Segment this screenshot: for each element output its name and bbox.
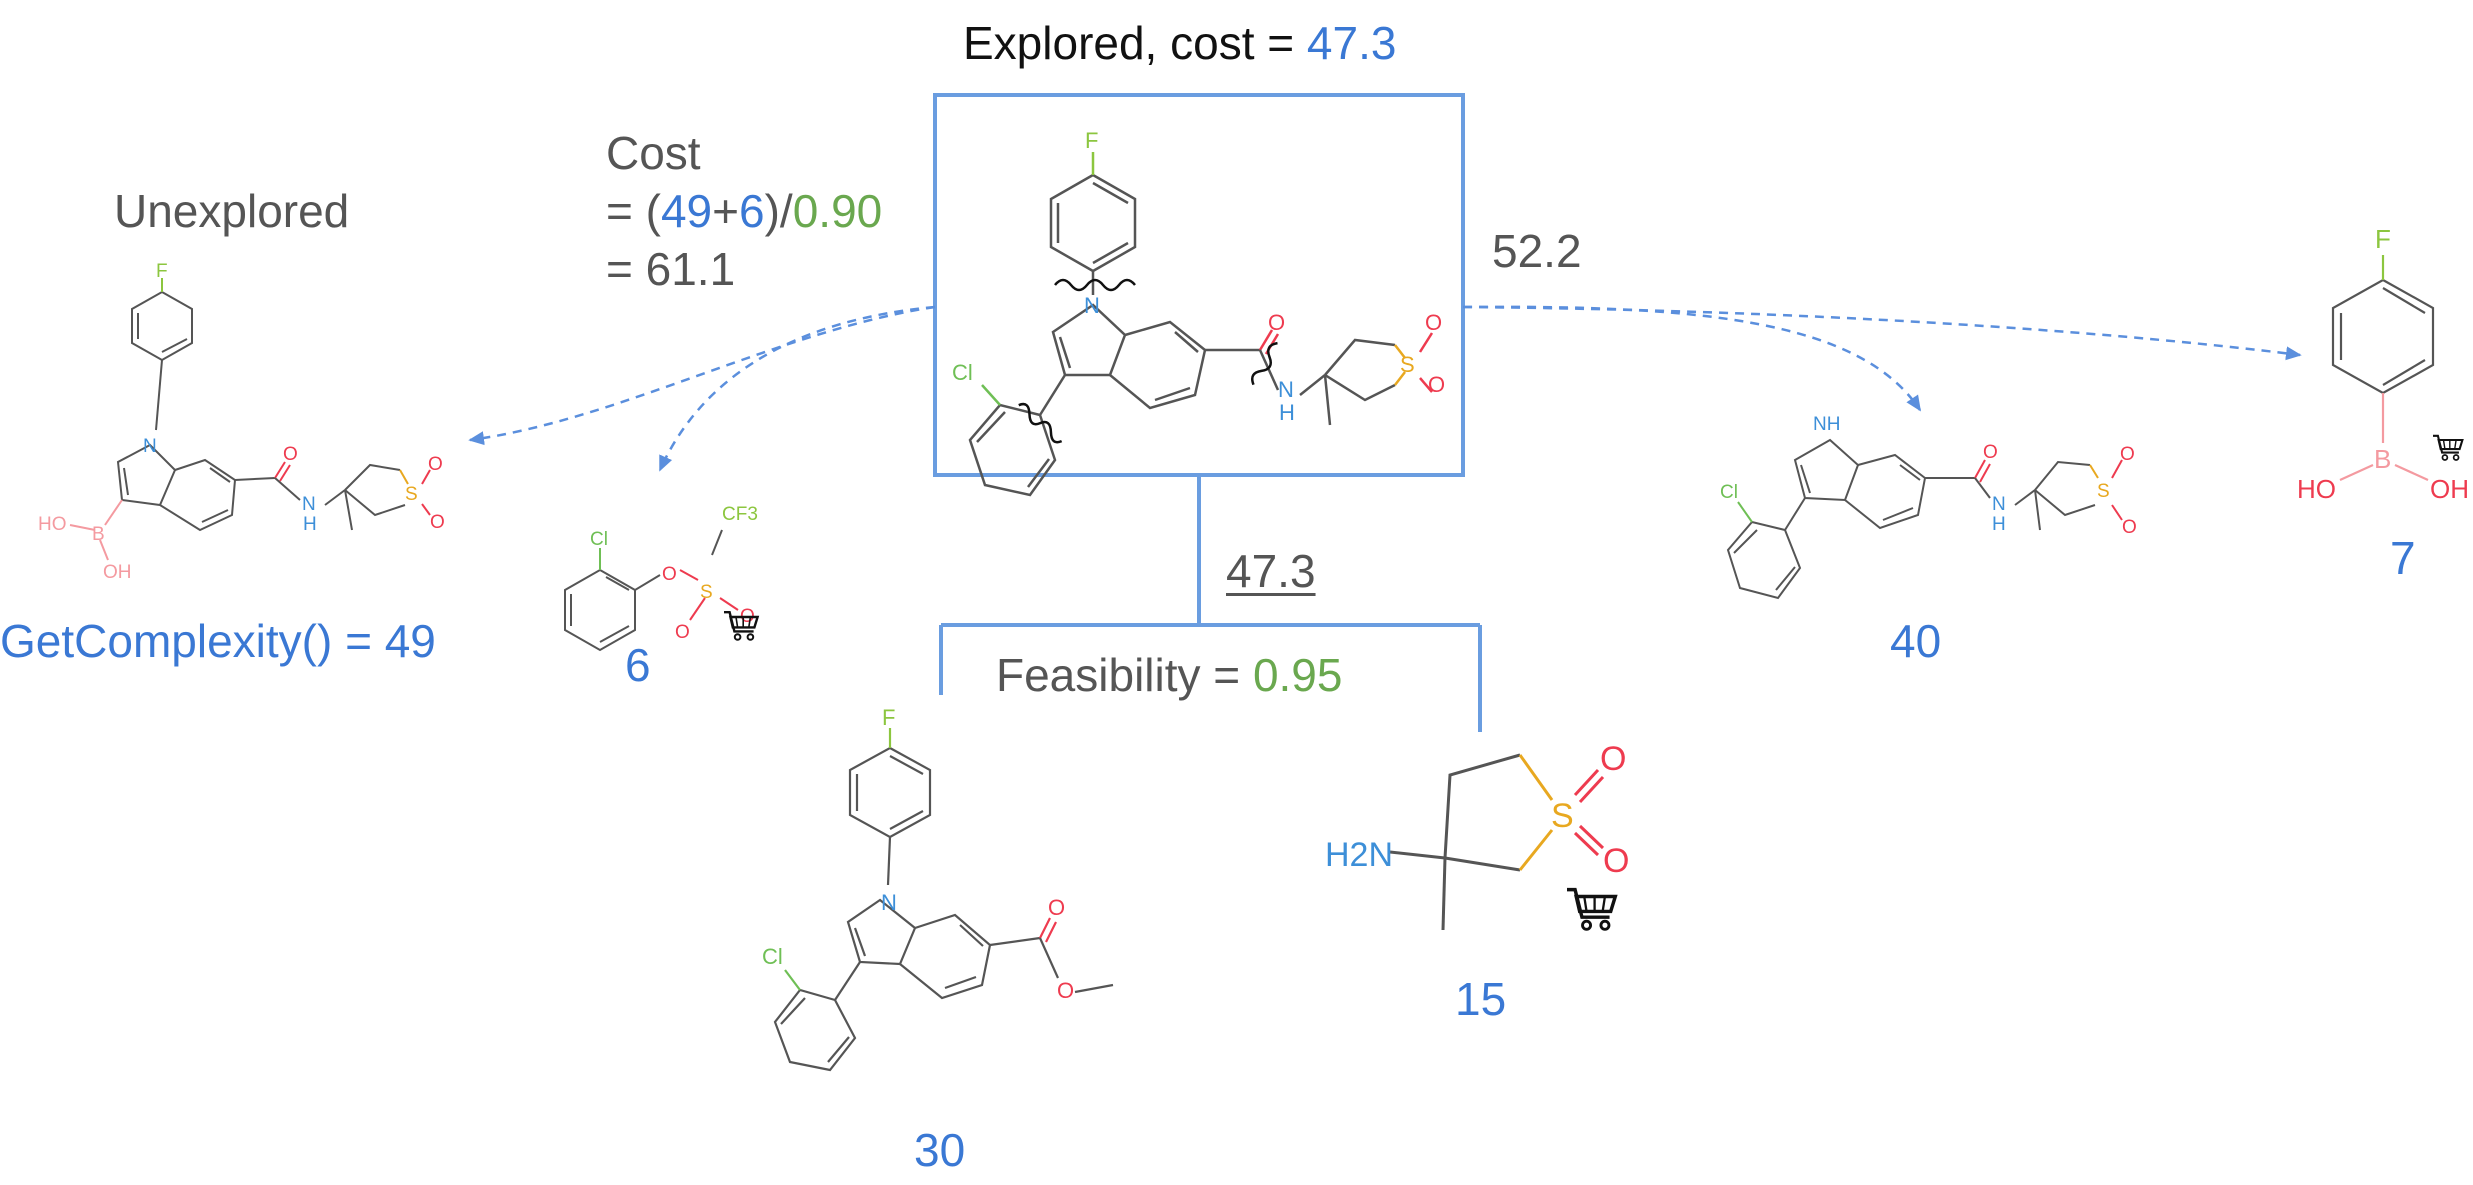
explored-node-box (933, 93, 1465, 477)
atom-F: F (156, 261, 168, 282)
explored-prefix: Explored, cost = (963, 17, 1307, 69)
atom-Cl: Cl (1720, 482, 1738, 503)
molecule-unexplored-boronic (69, 278, 431, 561)
complexity-boronic-fluoro: 7 (2390, 532, 2416, 584)
atom-O: O (283, 444, 298, 465)
molecule-amine (1389, 753, 1605, 931)
tree-cost-label: 47.3 (1226, 545, 1316, 597)
atom-O: O (430, 512, 445, 533)
atom-O: O (1057, 978, 1074, 1003)
atom-N-amide: N (302, 494, 316, 515)
atom-H-amide: H (1279, 400, 1295, 425)
molecule-ester (773, 728, 1114, 1072)
complexity-amine: 15 (1455, 973, 1507, 1025)
atom-O: O (1048, 895, 1065, 920)
cost-formula-div: )/ (764, 185, 793, 237)
cost-formula-line1: Cost (606, 127, 701, 179)
atom-O: O (1603, 842, 1629, 880)
atom-O: O (1428, 372, 1445, 397)
atom-OH: OH (2430, 474, 2469, 504)
atom-B: B (2374, 444, 2391, 474)
atom-NH: NH (1813, 414, 1840, 435)
atom-N: N (1084, 293, 1100, 318)
explored-cost: 47.3 (1306, 17, 1397, 69)
cost-formula-b: 6 (739, 185, 765, 237)
atom-H-amide: H (303, 514, 317, 535)
atom-S: S (2097, 481, 2110, 502)
molecule-explored (968, 152, 1434, 497)
atom-O: O (2120, 444, 2135, 465)
cost-formula-plus: + (712, 185, 740, 237)
cost-formula-line2: = (49+6)/0.90 (606, 188, 882, 234)
cost-formula-feasibility: 0.90 (792, 185, 883, 237)
cost-formula-open: = ( (606, 185, 661, 237)
atom-CF3: CF3 (722, 504, 758, 525)
feasibility-value: 0.95 (1252, 649, 1343, 701)
complexity-indole-nh: 40 (1890, 615, 1942, 667)
atom-O: O (1983, 442, 1998, 463)
molecule-fluorophenyl-boronic (2331, 255, 2435, 482)
atom-F: F (2375, 224, 2391, 254)
atom-HO: HO (2297, 474, 2336, 504)
atom-O: O (1425, 310, 1442, 335)
get-complexity-label: GetComplexity() = 49 (0, 615, 436, 667)
atom-Cl: Cl (590, 529, 608, 550)
molecule-triflate (564, 529, 739, 652)
atom-N-amide: N (1278, 377, 1294, 402)
dashed-arrows (468, 305, 2302, 472)
arrow-to-indole-nh (1462, 305, 1922, 412)
cart-icon (2431, 434, 2464, 462)
atom-H2N: H2N (1325, 836, 1393, 874)
atom-O: O (428, 454, 443, 475)
atom-S: S (1551, 797, 1574, 835)
atom-S: S (700, 582, 713, 603)
cost-formula-line3: = 61.1 (606, 243, 736, 295)
atom-H-amide: H (1992, 514, 2006, 535)
cost-formula-a: 49 (660, 185, 713, 237)
atom-O: O (1268, 310, 1285, 335)
atom-B: B (92, 524, 105, 545)
atom-OH: OH (103, 562, 132, 583)
feasibility-label: Feasibility = 0.95 (996, 652, 1342, 698)
atom-F: F (1085, 128, 1098, 153)
arrow-to-triflate (658, 305, 936, 472)
tree-connector (939, 475, 1482, 732)
arrow-to-boronic-acid (468, 305, 936, 446)
atom-O: O (1600, 740, 1626, 778)
disconnection-marks (1018, 278, 1278, 444)
atom-O: O (662, 564, 677, 585)
complexity-ester: 30 (914, 1124, 966, 1176)
atom-N: N (143, 436, 157, 457)
cart-icon (1565, 887, 1618, 932)
right-cost-label: 52.2 (1492, 225, 1582, 277)
atom-S: S (1400, 352, 1415, 377)
atom-O: O (2122, 517, 2137, 538)
complexity-triflate: 6 (625, 639, 651, 691)
atom-N: N (881, 890, 897, 915)
explored-title: Explored, cost = 47.3 (963, 20, 1396, 66)
atom-HO: HO (38, 514, 67, 535)
unexplored-label: Unexplored (114, 185, 350, 237)
atom-F: F (882, 705, 895, 730)
atom-O: O (675, 622, 690, 643)
atom-N-amide: N (1992, 494, 2006, 515)
arrow-to-fluorophenyl-boronic (1462, 305, 2302, 361)
atom-Cl: Cl (762, 944, 783, 969)
atom-S: S (405, 484, 418, 505)
feasibility-prefix: Feasibility = (996, 649, 1253, 701)
atom-Cl: Cl (952, 360, 973, 385)
molecule-indole-nh (1726, 438, 2123, 600)
